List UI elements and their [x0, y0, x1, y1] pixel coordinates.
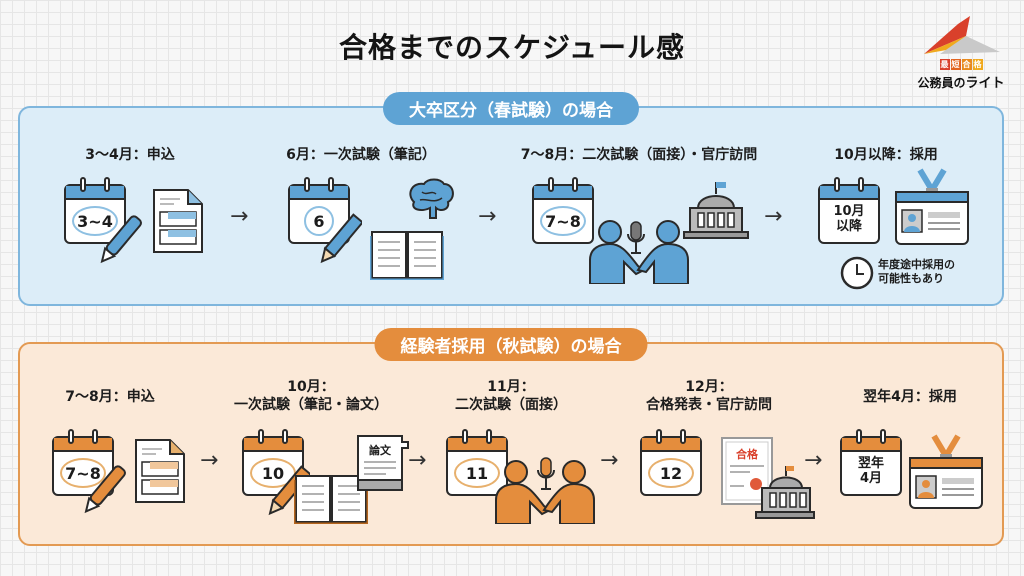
arrow-icon: →: [200, 448, 219, 473]
calendar-icon: 10月以降: [818, 177, 880, 244]
section-title: 大卒区分（春試験）の場合: [383, 92, 639, 125]
step-label: 7〜8月：二次試験（面接）・官庁訪問: [520, 147, 758, 163]
pen-icon: [84, 465, 126, 514]
step-interview: 7〜8月：二次試験（面接）・官庁訪問: [504, 146, 774, 164]
step-label: 10月以降：採用: [834, 147, 938, 163]
calendar-icon: 10: [242, 429, 304, 496]
step-label: 6月：一次試験（筆記）: [286, 147, 436, 163]
step-written-exam: 6月：一次試験（筆記）: [276, 146, 446, 164]
certificate-icon: 合格: [721, 437, 773, 505]
clock-icon: [840, 256, 874, 290]
microphone-icon: [537, 457, 555, 490]
application-form-icon: [153, 189, 203, 253]
step-label: 3〜4月：申込: [85, 147, 175, 163]
arrow-icon: →: [764, 204, 783, 229]
arrow-icon: →: [230, 204, 249, 229]
arrow-icon: →: [804, 448, 823, 473]
pencil-icon: [320, 213, 362, 264]
step-label: 7〜8月：申込: [65, 389, 155, 405]
brand-logo: 最短合格 公務員のライト: [906, 14, 1016, 94]
government-building-icon: [683, 182, 749, 239]
handshake-people-icon: [495, 460, 595, 524]
arrow-icon: →: [600, 448, 619, 473]
logo-name: 公務員のライト: [917, 76, 1005, 91]
calendar-icon: 7~8: [52, 429, 114, 496]
step-application: 7〜8月：申込: [40, 388, 180, 406]
step-interview: 11月： 二次試験（面接）: [455, 379, 567, 413]
id-badge-icon: [909, 434, 983, 509]
calendar-icon: 12: [640, 429, 702, 496]
calendar-icon: 3~4: [64, 177, 126, 244]
essay-scroll-label: 論文: [369, 443, 392, 457]
experienced-section: 経験者採用（秋試験）の場合 7〜8月：申込 7~8 → 10月： 一次試験（筆記…: [18, 328, 1004, 546]
step-hiring: 翌年4月：採用: [840, 388, 980, 406]
application-form-icon: [135, 439, 185, 503]
arrow-icon: →: [478, 204, 497, 229]
handshake-people-icon: [589, 220, 689, 284]
id-badge-icon: [895, 168, 969, 245]
arrow-icon: →: [408, 448, 427, 473]
essay-scroll-icon: 論文: [357, 435, 409, 491]
page-title: 合格までのスケジュール感: [338, 31, 686, 64]
step-hiring: 10月以降：採用: [816, 146, 956, 164]
calendar-icon: 7~8: [532, 177, 594, 244]
section-title: 経験者採用（秋試験）の場合: [374, 328, 648, 361]
open-book-icon: [294, 475, 368, 524]
calendar-icon: 11: [446, 429, 508, 496]
logo-mountain-icon: [924, 16, 1000, 54]
logo-badge: 最短合格: [939, 59, 983, 70]
university-section: 大卒区分（春試験）の場合 3〜4月：申込 3~4 → 6月：一次試験（筆記） 6…: [18, 92, 1004, 306]
pen-icon: [100, 215, 142, 264]
step-results: 12月： 合格発表・官庁訪問: [646, 379, 772, 413]
step-application: 3〜4月：申込: [60, 146, 200, 164]
mid-year-hiring-note: 年度途中採用の 可能性もあり: [878, 258, 955, 285]
brain-icon: [409, 178, 454, 219]
step-label: 翌年4月：採用: [863, 389, 957, 405]
step-written-exam: 10月： 一次試験（筆記・論文）: [234, 379, 388, 413]
open-book-icon: [370, 231, 444, 280]
microphone-icon: [627, 221, 645, 254]
certificate-label: 合格: [736, 447, 759, 461]
government-building-icon: [755, 466, 815, 519]
